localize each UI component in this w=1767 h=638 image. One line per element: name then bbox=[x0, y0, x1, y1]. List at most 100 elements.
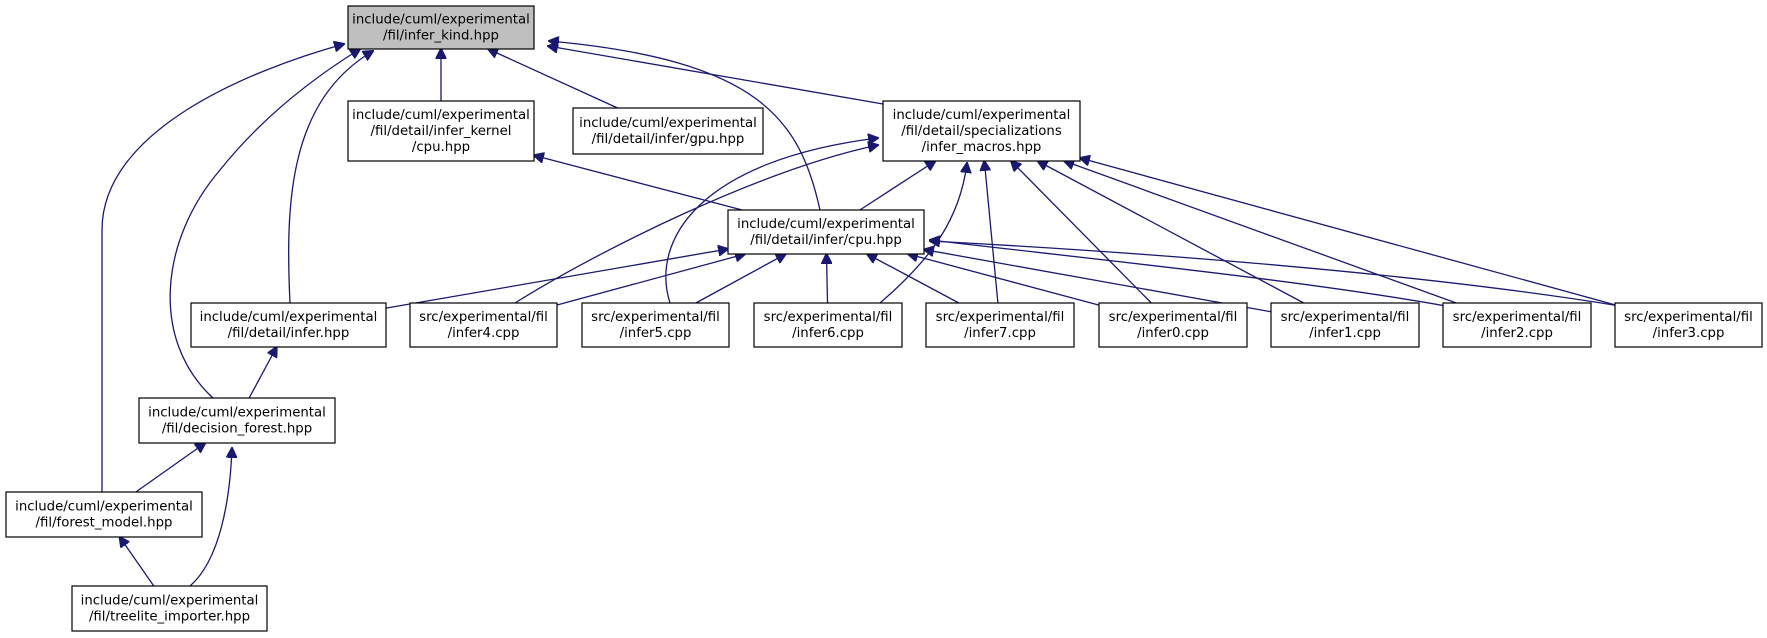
node-infer2[interactable]: src/experimental/fil/infer2.cpp bbox=[1442, 302, 1592, 348]
edge-infer1-to-infer_macros bbox=[1038, 161, 1305, 304]
node-label-line: /infer6.cpp bbox=[792, 326, 864, 341]
edge-infer1-to-infer_cpu bbox=[924, 250, 1272, 313]
node-label-line: /infer7.cpp bbox=[964, 326, 1036, 341]
node-label-line: /fil/detail/infer/gpu.hpp bbox=[592, 132, 745, 147]
node-box bbox=[347, 100, 535, 162]
node-label-line: include/cuml/experimental bbox=[893, 108, 1071, 123]
edge-infer4-to-infer_cpu bbox=[556, 254, 745, 306]
node-box bbox=[882, 100, 1081, 162]
edge-infer_cpu-to-infer_kernel_cpu bbox=[534, 155, 743, 211]
node-label-line: /fil/detail/infer/cpu.hpp bbox=[750, 233, 902, 248]
node-label-line: src/experimental/fil bbox=[1453, 310, 1582, 325]
nodes: include/cuml/experimental/fil/infer_kind… bbox=[5, 5, 1763, 632]
node-label-line: src/experimental/fil bbox=[1281, 310, 1410, 325]
edge-treelite_importer-to-decision_forest bbox=[189, 448, 232, 587]
edge-forest_model-to-decision_forest bbox=[135, 443, 205, 493]
edge-infer6-to-infer_cpu bbox=[826, 254, 827, 304]
node-label-line: /cpu.hpp bbox=[412, 140, 470, 155]
node-label-line: /infer0.cpp bbox=[1137, 326, 1209, 341]
node-label-line: include/cuml/experimental bbox=[579, 116, 757, 131]
node-box bbox=[409, 302, 558, 348]
node-label-line: /fil/detail/infer.hpp bbox=[228, 326, 350, 341]
node-box bbox=[1614, 302, 1763, 348]
node-box bbox=[727, 209, 925, 255]
node-box bbox=[5, 491, 203, 538]
node-label-line: include/cuml/experimental bbox=[200, 310, 378, 325]
node-label-line: /infer4.cpp bbox=[448, 326, 520, 341]
node-label-line: /infer5.cpp bbox=[620, 326, 692, 341]
node-label-line: /fil/detail/specializations bbox=[901, 124, 1062, 139]
edge-decision_forest-to-detail_infer bbox=[248, 347, 277, 399]
node-infer3[interactable]: src/experimental/fil/infer3.cpp bbox=[1614, 302, 1763, 348]
node-box bbox=[581, 302, 730, 348]
edge-infer2-to-infer_cpu bbox=[930, 240, 1447, 307]
node-box bbox=[71, 585, 268, 632]
edge-infer2-to-infer_macros bbox=[1064, 161, 1457, 304]
node-label-line: /fil/treelite_importer.hpp bbox=[89, 610, 250, 625]
edge-infer_macros-to-infer_kind bbox=[548, 46, 884, 105]
node-label-line: src/experimental/fil bbox=[591, 310, 720, 325]
node-label-line: /infer2.cpp bbox=[1481, 326, 1553, 341]
node-forest-model[interactable]: include/cuml/experimental/fil/forest_mod… bbox=[5, 491, 203, 538]
edge-detail_infer-to-infer_cpu bbox=[385, 249, 728, 309]
node-label-line: src/experimental/fil bbox=[936, 310, 1065, 325]
node-infer-cpu[interactable]: include/cuml/experimental/fil/detail/inf… bbox=[727, 209, 925, 255]
node-label-line: include/cuml/experimental bbox=[15, 500, 193, 515]
edge-infer7-to-infer_cpu bbox=[867, 254, 960, 304]
node-label-line: /fil/infer_kind.hpp bbox=[383, 29, 499, 44]
node-box bbox=[1098, 302, 1248, 348]
edge-infer7-to-infer_macros bbox=[984, 161, 999, 304]
node-label-line: include/cuml/experimental bbox=[148, 406, 326, 421]
edge-infer0-to-infer_cpu bbox=[908, 254, 1100, 306]
node-label-line: include/cuml/experimental bbox=[352, 108, 530, 123]
node-label-line: /infer_macros.hpp bbox=[922, 140, 1042, 155]
node-label-line: include/cuml/experimental bbox=[81, 594, 259, 609]
node-box bbox=[138, 397, 336, 444]
node-label-line: include/cuml/experimental bbox=[737, 217, 915, 232]
node-label-line: /fil/decision_forest.hpp bbox=[162, 422, 312, 437]
edge-infer3-to-infer_cpu bbox=[930, 241, 1621, 307]
node-label-line: src/experimental/fil bbox=[764, 310, 893, 325]
node-infer-kernel-cpu[interactable]: include/cuml/experimental/fil/detail/inf… bbox=[347, 100, 535, 162]
node-infer-gpu[interactable]: include/cuml/experimental/fil/detail/inf… bbox=[572, 107, 764, 155]
node-label-line: src/experimental/fil bbox=[419, 310, 548, 325]
node-label-line: include/cuml/experimental bbox=[352, 13, 530, 28]
edge-infer3-to-infer_macros bbox=[1080, 158, 1616, 306]
edge-infer_cpu-to-infer_kind bbox=[549, 41, 821, 211]
node-infer-kind[interactable]: include/cuml/experimental/fil/infer_kind… bbox=[347, 5, 535, 50]
node-label-line: /infer1.cpp bbox=[1309, 326, 1381, 341]
node-infer5[interactable]: src/experimental/fil/infer5.cpp bbox=[581, 302, 730, 348]
node-box bbox=[1270, 302, 1420, 348]
edge-infer4-to-infer_macros bbox=[514, 145, 878, 304]
node-label-line: /fil/forest_model.hpp bbox=[36, 516, 173, 531]
node-infer0[interactable]: src/experimental/fil/infer0.cpp bbox=[1098, 302, 1248, 348]
edges bbox=[101, 41, 1621, 587]
edge-forest_model-to-infer_kind bbox=[101, 44, 344, 492]
node-box bbox=[190, 302, 387, 348]
node-treelite-importer[interactable]: include/cuml/experimental/fil/treelite_i… bbox=[71, 585, 268, 632]
edge-infer5-to-infer_cpu bbox=[695, 254, 786, 304]
node-detail-infer[interactable]: include/cuml/experimental/fil/detail/inf… bbox=[190, 302, 387, 348]
node-label-line: /fil/detail/infer_kernel bbox=[371, 124, 512, 139]
node-label-line: /infer3.cpp bbox=[1653, 326, 1725, 341]
node-label-line: src/experimental/fil bbox=[1624, 310, 1753, 325]
edge-infer0-to-infer_macros bbox=[1011, 161, 1152, 304]
node-box bbox=[753, 302, 903, 348]
node-decision-forest[interactable]: include/cuml/experimental/fil/decision_f… bbox=[138, 397, 336, 444]
node-label-line: src/experimental/fil bbox=[1109, 310, 1238, 325]
edge-infer_gpu-to-infer_kind bbox=[488, 49, 618, 109]
edge-treelite_importer-to-forest_model bbox=[120, 537, 155, 587]
node-box bbox=[925, 302, 1075, 348]
edge-infer5-to-infer_macros bbox=[665, 138, 878, 304]
node-box bbox=[347, 5, 535, 50]
node-infer6[interactable]: src/experimental/fil/infer6.cpp bbox=[753, 302, 903, 348]
edge-detail_infer-to-infer_kind bbox=[287, 51, 373, 304]
node-infer1[interactable]: src/experimental/fil/infer1.cpp bbox=[1270, 302, 1420, 348]
edge-infer_cpu-to-infer_macros bbox=[859, 161, 935, 211]
node-infer-macros[interactable]: include/cuml/experimental/fil/detail/spe… bbox=[882, 100, 1081, 162]
edge-decision_forest-to-infer_kind bbox=[169, 49, 360, 399]
node-box bbox=[572, 107, 764, 155]
node-infer4[interactable]: src/experimental/fil/infer4.cpp bbox=[409, 302, 558, 348]
node-infer7[interactable]: src/experimental/fil/infer7.cpp bbox=[925, 302, 1075, 348]
